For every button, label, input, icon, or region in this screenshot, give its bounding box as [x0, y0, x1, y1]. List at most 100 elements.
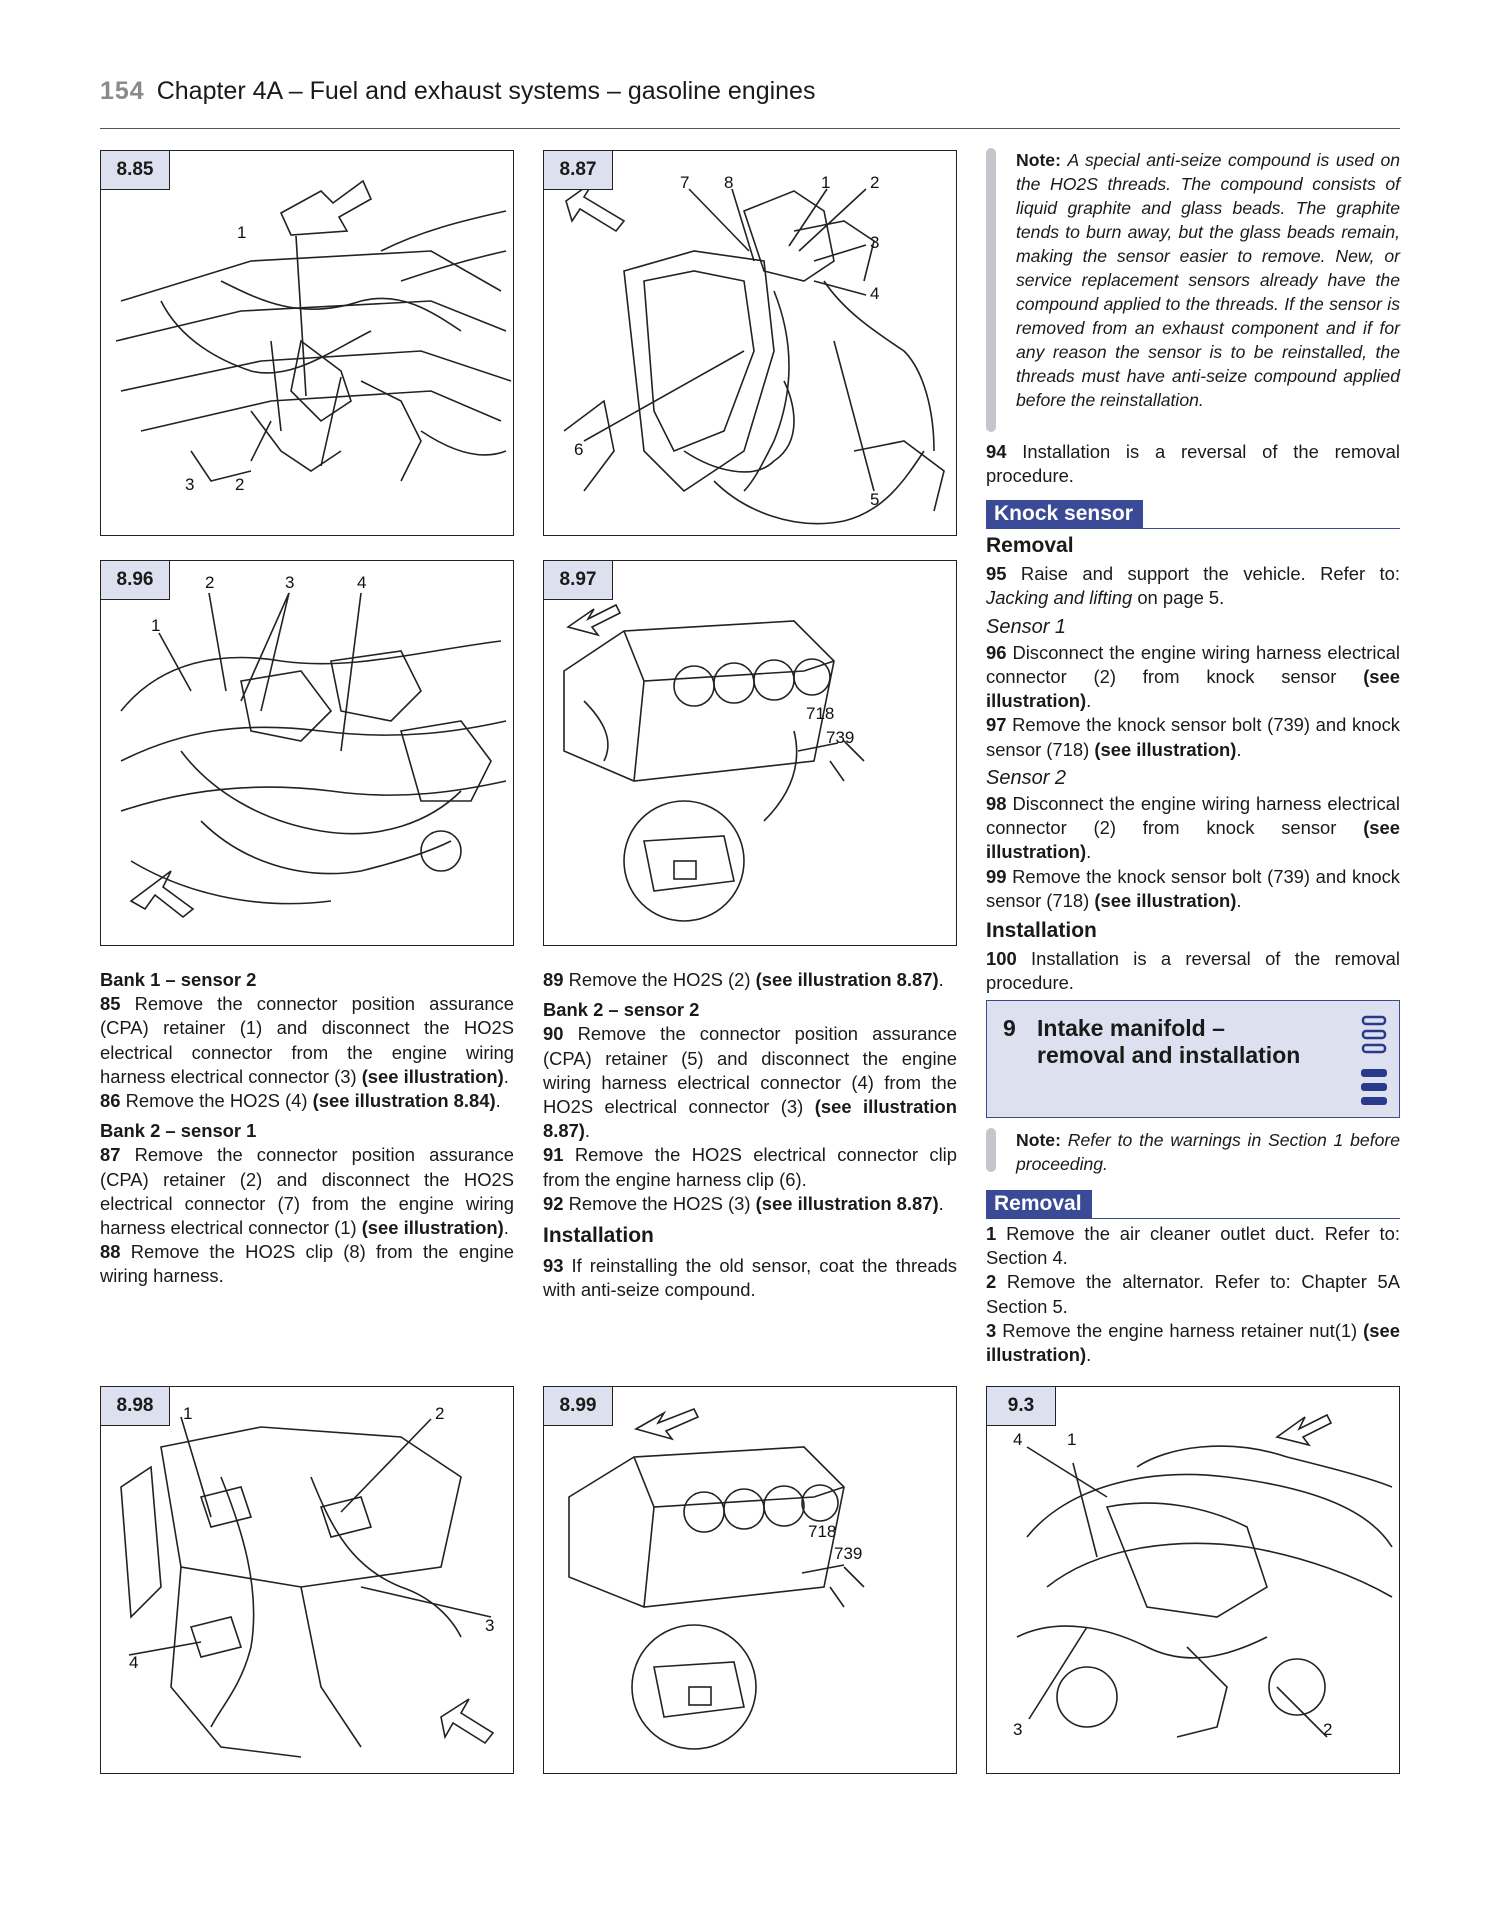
figure-label: 8.99	[544, 1387, 613, 1426]
step-97: 97 Remove the knock sensor bolt (739) an…	[986, 714, 1400, 760]
figure-label: 8.96	[101, 561, 170, 600]
callout-3: 3	[485, 1616, 494, 1635]
text-column-3-knock: Removal 95 Raise and support the vehicle…	[986, 532, 1400, 996]
step-91: 91 Remove the HO2S electrical connector …	[543, 1144, 957, 1190]
callout-7: 7	[680, 173, 689, 192]
step-85: 85 Remove the connector position assuran…	[100, 993, 514, 1087]
band-removal-label: Removal	[986, 1190, 1092, 1218]
text-column-3-intake: 1 Remove the air cleaner outlet duct. Re…	[986, 1222, 1400, 1367]
note-text: Refer to the warnings in Section 1 befor…	[1016, 1130, 1401, 1174]
step-89: 89 Remove the HO2S (2) (see illustration…	[543, 969, 944, 990]
callout-4: 4	[129, 1653, 138, 1672]
step-88: 88 Remove the HO2S clip (8) from the eng…	[100, 1241, 514, 1287]
note-text: A special anti-seize compound is used on…	[1016, 150, 1401, 410]
fig-8-99-drawing: 718 739	[568, 1407, 865, 1750]
step-99: 99 Remove the knock sensor bolt (739) an…	[986, 865, 1400, 911]
heading-installation-2: Installation	[986, 919, 1097, 943]
figure-label: 8.98	[101, 1387, 170, 1426]
callout-5: 5	[870, 490, 879, 509]
callout-1: 1	[151, 616, 160, 635]
callout-739: 739	[834, 1544, 862, 1563]
chapter-title: Chapter 4A – Fuel and exhaust systems – …	[156, 77, 816, 105]
callout-8: 8	[724, 173, 733, 192]
step-1: 1 Remove the air cleaner outlet duct. Re…	[986, 1223, 1400, 1269]
callout-2: 2	[205, 573, 214, 592]
callout-4: 4	[1013, 1430, 1022, 1449]
figure-8-85: 1 3 2 8.85	[100, 150, 514, 536]
callout-2: 2	[435, 1404, 444, 1423]
heading-installation: Installation	[543, 1224, 654, 1248]
figure-8-96: 2 3 4 1 8.96	[100, 560, 514, 946]
heading-removal: Removal	[986, 534, 1074, 557]
subheading-bank2-sensor1: Bank 2 – sensor 1	[100, 1120, 257, 1142]
band-removal: Removal	[986, 1190, 1400, 1219]
step-100: 100 Installation is a reversal of the re…	[986, 948, 1400, 994]
figure-8-87: 7 8 1 2 3 4 6 5 8.87	[543, 150, 957, 536]
step-95: 95 Raise and support the vehicle. Refer …	[986, 563, 1400, 609]
figure-label: 8.85	[101, 151, 170, 190]
figure-label: 8.97	[544, 561, 613, 600]
band-knock-sensor: Knock sensor	[986, 500, 1400, 529]
callout-4: 4	[357, 573, 366, 592]
step-90: 90 Remove the connector position assuran…	[543, 1023, 957, 1142]
callout-1: 1	[237, 223, 246, 242]
callout-3: 3	[870, 233, 879, 252]
heading-sensor-2: Sensor 2	[986, 766, 1067, 789]
callout-1: 1	[821, 173, 830, 192]
callout-739: 739	[826, 728, 854, 747]
callout-3: 3	[285, 573, 294, 592]
note-label: Note:	[1016, 1130, 1061, 1150]
page-number: 154	[100, 77, 145, 105]
section-title: Intake manifold – removal and installati…	[1037, 1015, 1301, 1068]
callout-1: 1	[1067, 1430, 1076, 1449]
fig-9-3-drawing: 4 1 3 2	[1013, 1413, 1393, 1739]
callout-1: 1	[183, 1404, 192, 1423]
fig-8-85-drawing: 1 3 2	[115, 179, 512, 494]
step-86: 86 Remove the HO2S (4) (see illustration…	[100, 1090, 501, 1112]
fig-8-96-drawing: 2 3 4 1	[120, 573, 507, 919]
step-98: 98 Disconnect the engine wiring harness …	[986, 793, 1400, 863]
fig-8-98-drawing: 1 2 3 4	[120, 1404, 494, 1758]
callout-3: 3	[185, 475, 194, 494]
step-94: 94 Installation is a reversal of the rem…	[986, 441, 1400, 487]
section-9-box: 9 Intake manifold – removal and installa…	[986, 1000, 1400, 1118]
section-number: 9	[1003, 1015, 1016, 1041]
heading-sensor-1: Sensor 1	[986, 615, 1067, 638]
step-92: 92 Remove the HO2S (3) (see illustration…	[543, 1192, 944, 1214]
figure-9-3: 4 1 3 2 9.3	[986, 1386, 1400, 1774]
text-column-3-top: 94 Installation is a reversal of the rem…	[986, 440, 1400, 488]
figure-8-99: 718 739 8.99	[543, 1386, 957, 1774]
subheading-bank1-sensor2: Bank 1 – sensor 2	[100, 969, 257, 990]
text-column-2: 89 Remove the HO2S (2) (see illustration…	[543, 968, 957, 1303]
note-bar	[986, 148, 996, 432]
note-label: Note:	[1016, 150, 1061, 170]
header-rule	[100, 128, 1400, 129]
callout-2: 2	[870, 173, 879, 192]
callout-2: 2	[235, 475, 244, 494]
callout-6: 6	[574, 440, 583, 459]
note-bar	[986, 1128, 996, 1172]
callout-718: 718	[806, 704, 834, 723]
callout-2: 2	[1323, 1720, 1332, 1739]
figure-8-97: 718 739 8.97	[543, 560, 957, 946]
subheading-bank2-sensor2: Bank 2 – sensor 2	[543, 999, 700, 1021]
figure-label: 9.3	[987, 1387, 1056, 1426]
page-header: 154 Chapter 4A – Fuel and exhaust systems…	[100, 76, 815, 106]
figure-8-98: 1 2 3 4 8.98	[100, 1386, 514, 1774]
callout-718: 718	[808, 1522, 836, 1541]
figure-label: 8.87	[544, 151, 613, 190]
note-anti-seize: Note: A special anti-seize compound is u…	[986, 148, 1401, 432]
note-warnings: Note: Refer to the warnings in Section 1…	[986, 1128, 1401, 1176]
step-96: 96 Disconnect the engine wiring harness …	[986, 641, 1400, 712]
step-93: 93 If reinstalling the old sensor, coat …	[543, 1255, 957, 1301]
difficulty-wrench-icon	[1361, 1015, 1387, 1105]
step-2: 2 Remove the alternator. Refer to: Chapt…	[986, 1271, 1400, 1317]
callout-4: 4	[870, 284, 879, 303]
callout-3: 3	[1013, 1720, 1022, 1739]
text-column-1: Bank 1 – sensor 2 85 Remove the connecto…	[100, 968, 514, 1289]
step-3: 3 Remove the engine harness retainer nut…	[986, 1319, 1400, 1366]
fig-8-97-drawing: 718 739	[563, 603, 865, 922]
fig-8-87-drawing: 7 8 1 2 3 4 6 5	[563, 173, 945, 525]
step-87: 87 Remove the connector position assuran…	[100, 1144, 514, 1239]
band-knock-sensor-label: Knock sensor	[986, 500, 1143, 528]
